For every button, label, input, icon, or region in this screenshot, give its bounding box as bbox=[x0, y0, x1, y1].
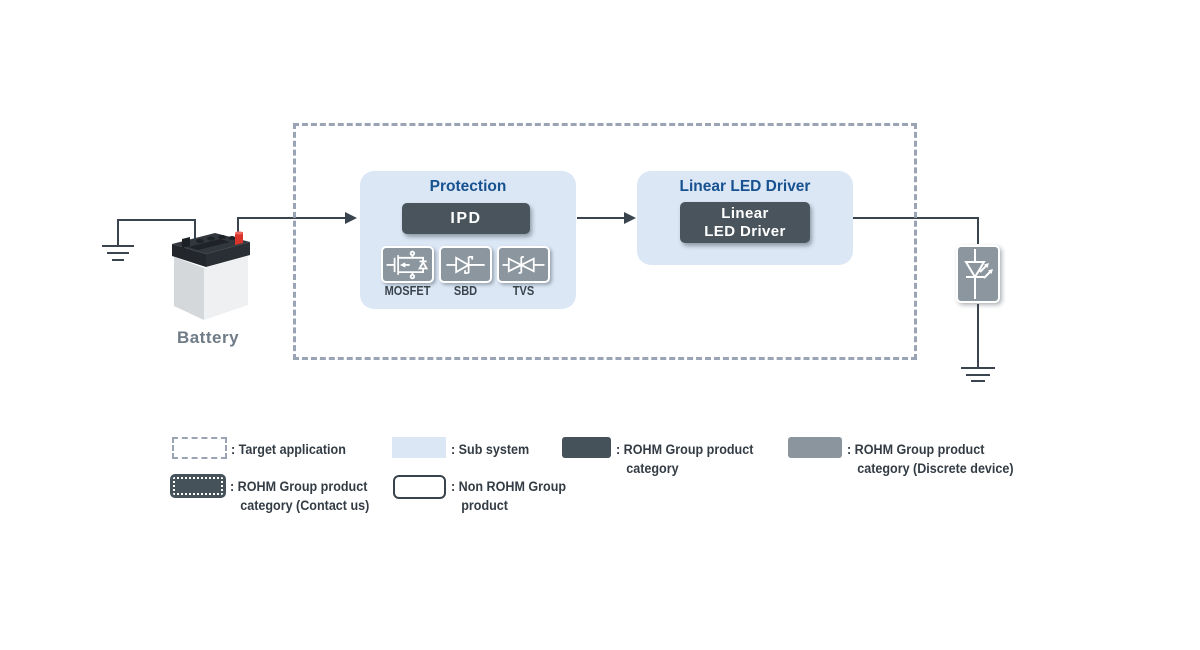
protection-subsystem: Protection IPD bbox=[360, 171, 576, 309]
tvs-symbol-icon bbox=[502, 256, 545, 274]
battery-illustration bbox=[172, 231, 250, 320]
legend-swatch-rohm-category-discrete bbox=[788, 437, 842, 458]
legend-swatch-non-rohm bbox=[393, 475, 446, 499]
led-driver-button-line1: Linear bbox=[721, 204, 769, 222]
led-driver-title: Linear LED Driver bbox=[679, 178, 811, 195]
battery-label: Battery bbox=[176, 328, 240, 347]
sbd-symbol-icon bbox=[446, 256, 485, 274]
battery-terminal-red bbox=[235, 232, 243, 245]
mosfet-label: MOSFET bbox=[384, 284, 431, 298]
target-application-box bbox=[293, 123, 917, 360]
legend-swatch-target-application bbox=[172, 437, 227, 459]
legend-swatch-sub-system bbox=[392, 437, 446, 458]
legend-swatch-rohm-category-contact bbox=[170, 474, 226, 498]
ipd-category-button[interactable]: IPD bbox=[402, 203, 530, 234]
sbd-label: SBD bbox=[453, 284, 478, 298]
protection-title: Protection bbox=[429, 178, 507, 195]
mosfet-symbol-icon bbox=[386, 250, 429, 280]
mosfet-category-button[interactable] bbox=[381, 246, 434, 283]
tvs-label: TVS bbox=[512, 284, 535, 298]
linear-led-driver-category-button[interactable]: Linear LED Driver bbox=[680, 202, 810, 243]
led-driver-button-line2: LED Driver bbox=[704, 222, 786, 240]
ground-icon-right bbox=[961, 367, 995, 382]
tvs-category-button[interactable] bbox=[497, 246, 550, 283]
legend-swatch-rohm-category bbox=[562, 437, 611, 458]
led-driver-subsystem: Linear LED Driver Linear LED Driver bbox=[637, 171, 853, 265]
ipd-label: IPD bbox=[450, 209, 482, 227]
legend-label-target-application: : Target application bbox=[231, 442, 346, 457]
sbd-category-button[interactable] bbox=[439, 246, 492, 283]
led-symbol-icon bbox=[964, 249, 993, 299]
legend-label-sub-system: : Sub system bbox=[451, 442, 530, 457]
led-load-box bbox=[956, 245, 1000, 303]
